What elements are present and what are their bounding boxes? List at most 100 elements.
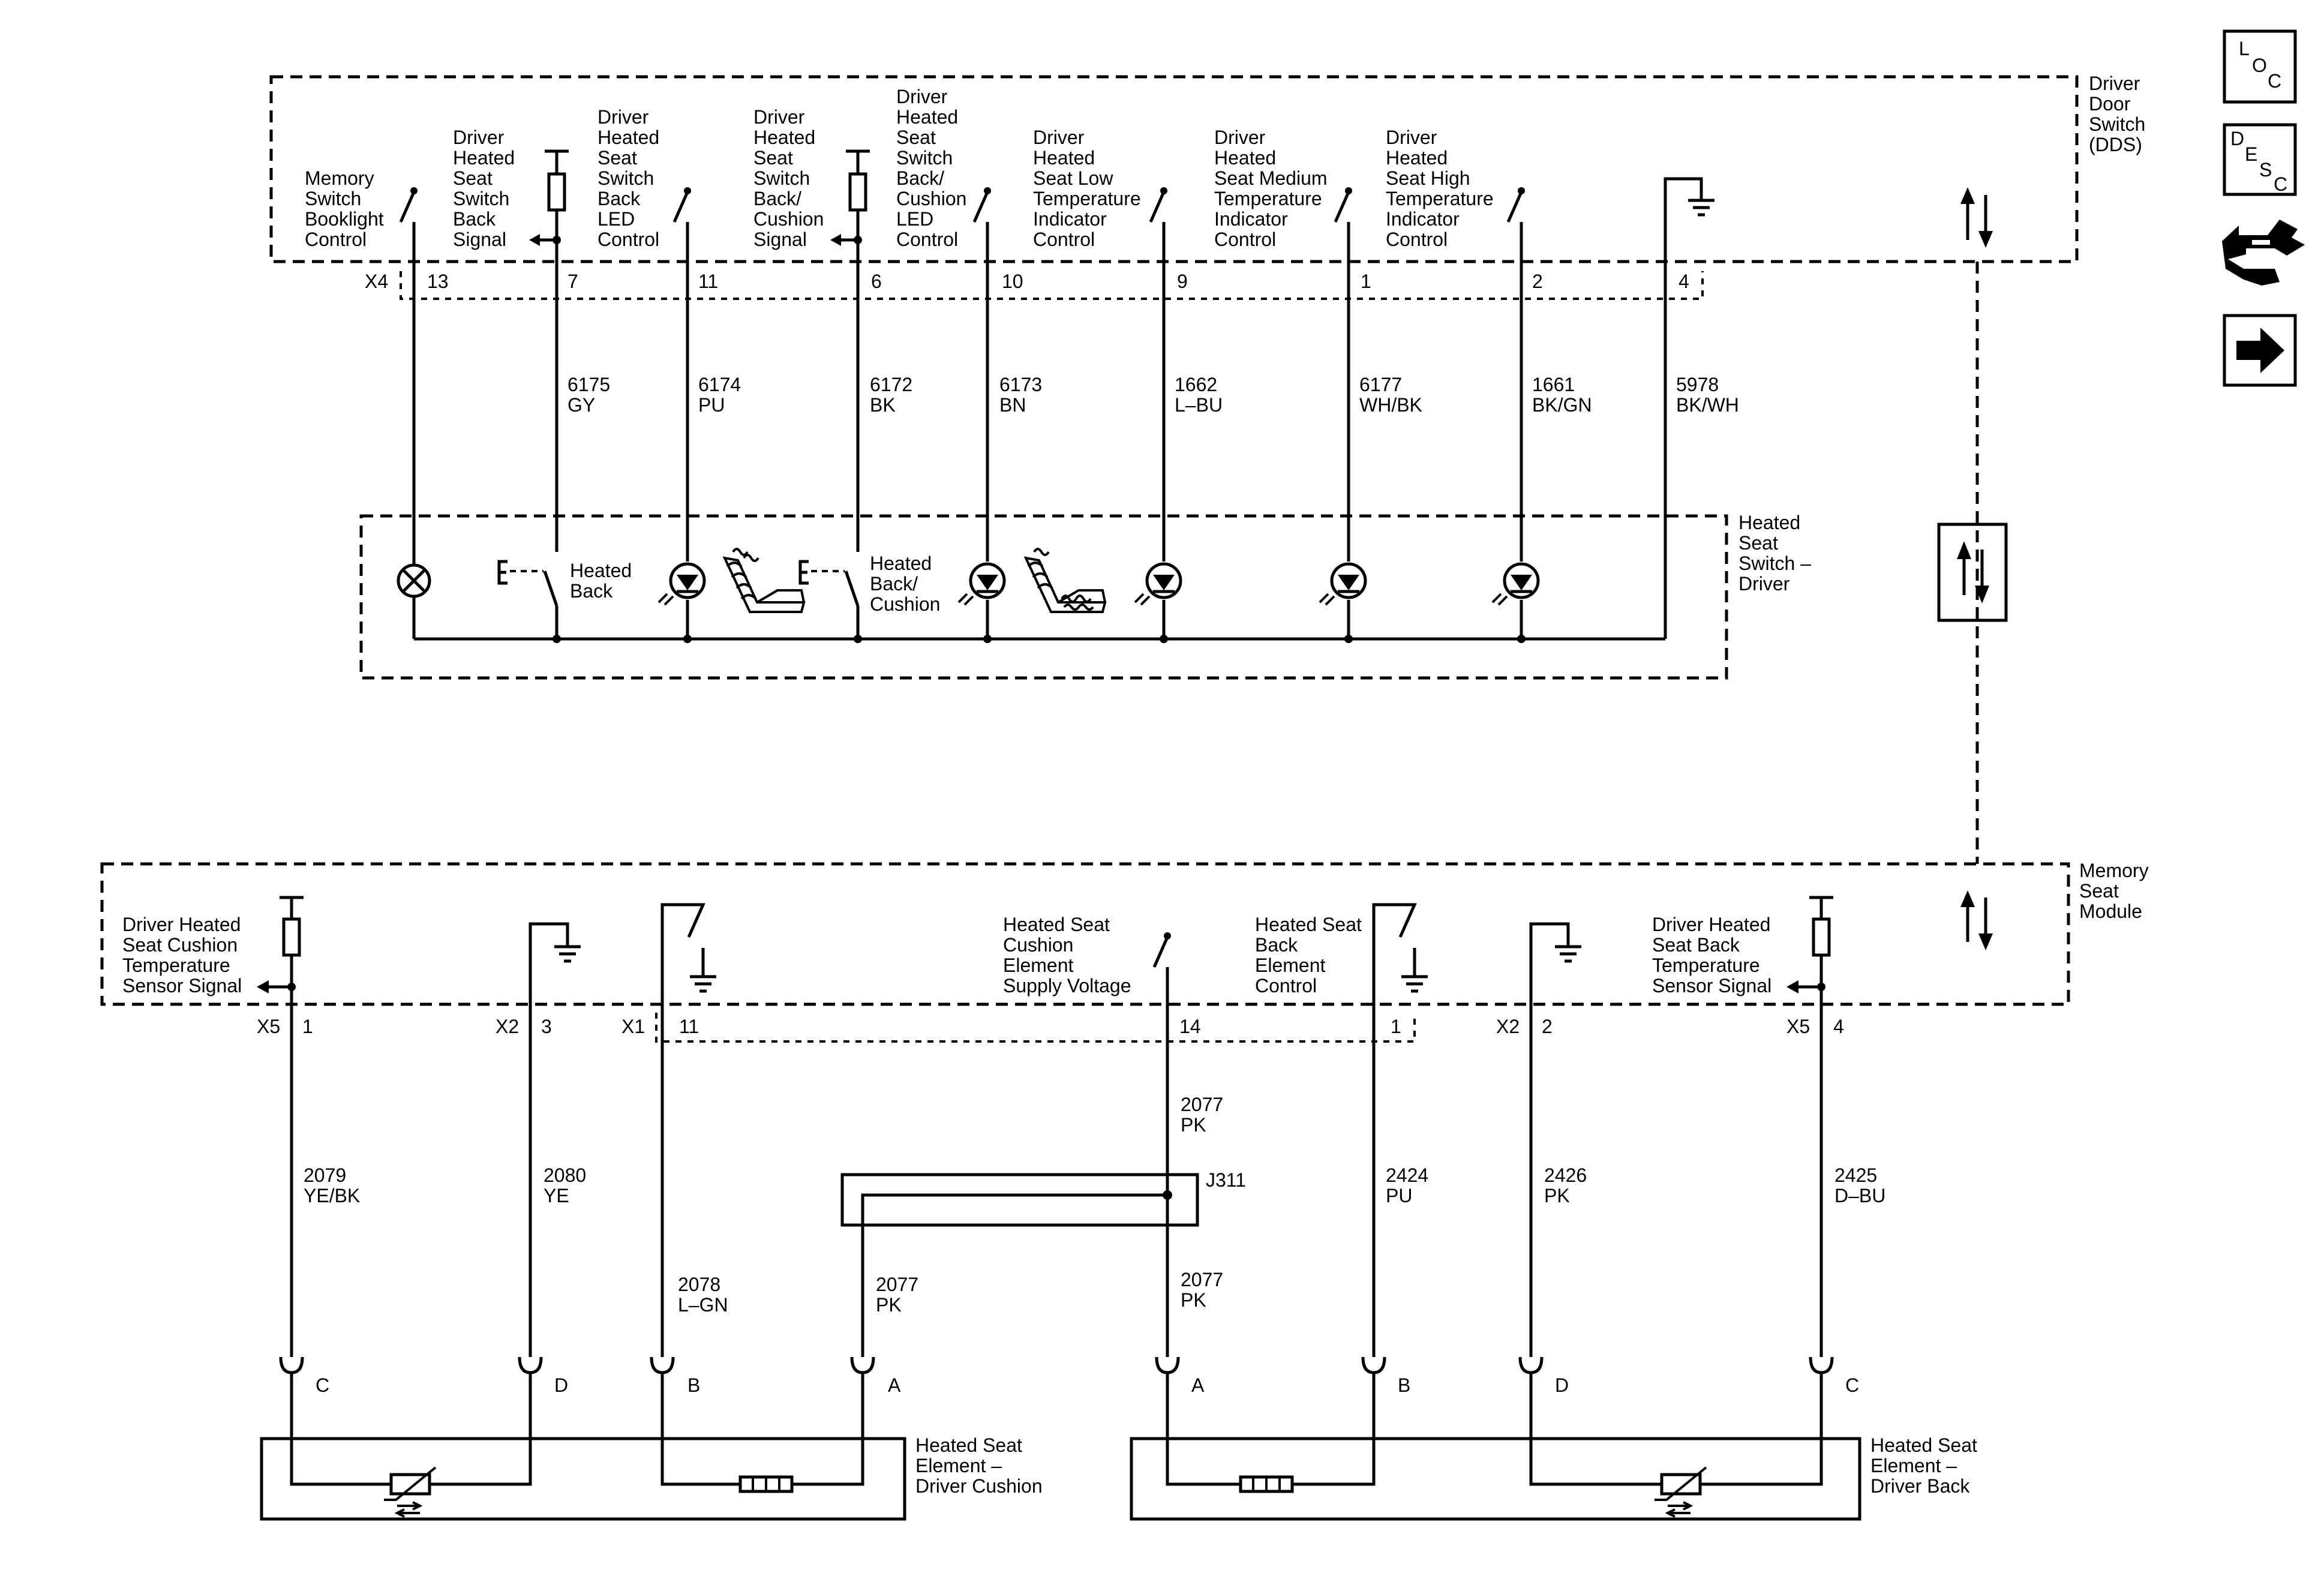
svg-text:Temperature: Temperature [122,954,230,976]
next-arrow-icon[interactable] [2223,314,2297,387]
svg-text:Cushion: Cushion [870,593,940,615]
svg-text:Heated: Heated [1214,147,1276,169]
svg-text:Seat: Seat [896,127,936,148]
svg-text:Back: Back [570,580,613,602]
svg-text:1: 1 [1391,1016,1401,1037]
dds-internal-symbols [399,149,1715,252]
dds-label-9: Driver Heated Seat Low Temperature Indic… [1033,127,1141,250]
serial-data-link-arrows-icon [1937,523,2008,622]
svg-text:Seat High: Seat High [1386,167,1470,189]
msm-circuit-labels: 2079 YE/BK 2080 YE 2078 L–GN 2077 PK 242… [304,1094,1885,1316]
x4-connector-outline [400,271,1704,300]
svg-text:Element –: Element – [915,1455,1002,1476]
svg-text:X2: X2 [1496,1016,1520,1037]
svg-text:Heated: Heated [753,127,815,148]
msm-internal-symbols [257,896,1833,996]
svg-text:X5: X5 [1786,1016,1810,1037]
heated-back-cushion-label: Heated Back/ Cushion [870,553,940,615]
svg-text:X1: X1 [621,1016,645,1037]
svg-text:1: 1 [302,1016,313,1037]
svg-text:Heated: Heated [570,560,632,581]
booklight-lamp-icon [397,563,431,598]
svg-text:YE: YE [544,1185,569,1206]
heated-back-cushion-switch-icon [798,552,869,639]
svg-text:Seat Low: Seat Low [1033,167,1113,189]
x1-connector-outline [655,1013,1416,1043]
msm-connector-labels: X5 X2 X1 X2 X5 [257,1016,1810,1037]
loc-icon[interactable]: L O C [2223,29,2297,104]
svg-text:2077: 2077 [1181,1269,1223,1290]
heated-seat-back-cushion-icon [1023,548,1107,613]
svg-text:D–BU: D–BU [1834,1185,1885,1206]
svg-text:Element: Element [1255,954,1326,976]
led-back-icon [657,562,706,606]
svg-text:Heated Seat: Heated Seat [1003,914,1110,935]
svg-text:Driver Cushion: Driver Cushion [915,1475,1043,1497]
svg-text:Memory: Memory [305,167,374,189]
svg-text:PK: PK [876,1294,902,1316]
svg-text:2425: 2425 [1834,1164,1877,1186]
dds-label-1: Driver Heated Seat Medium Temperature In… [1214,127,1328,250]
svg-text:BK: BK [870,394,896,416]
msm-data-arrows-icon [1960,890,1993,950]
svg-text:L–BU: L–BU [1175,394,1223,416]
svg-text:6172: 6172 [870,374,912,395]
svg-text:PU: PU [1386,1185,1412,1206]
svg-text:BN: BN [999,394,1026,416]
svg-text:Seat: Seat [453,167,493,189]
desc-icon[interactable]: D E S C [2223,123,2297,196]
svg-text:C: C [1845,1374,1859,1396]
msm-label-supply-voltage: Heated Seat Cushion Element Supply Volta… [1003,914,1131,996]
schematic-connector-icon[interactable] [2222,220,2305,286]
svg-text:Back: Back [1255,934,1298,956]
element-cushion-internals [290,1439,864,1518]
svg-text:2: 2 [1542,1016,1553,1037]
svg-text:Driver Back: Driver Back [1870,1475,1970,1497]
svg-text:BK/WH: BK/WH [1676,394,1739,416]
svg-text:YE/BK: YE/BK [304,1185,360,1206]
led-medium-temp-icon [1319,562,1367,606]
svg-text:PK: PK [1181,1114,1206,1136]
dds-label-2: Driver Heated Seat High Temperature Indi… [1386,127,1494,250]
svg-text:Seat Back: Seat Back [1652,934,1740,956]
svg-text:Heated Seat: Heated Seat [915,1434,1022,1456]
dds-label-11: Driver Heated Seat Switch Back LED Contr… [597,106,659,250]
svg-text:Element –: Element – [1870,1455,1957,1476]
svg-text:Element: Element [1003,954,1074,976]
svg-text:1: 1 [1361,271,1371,292]
svg-text:A: A [888,1374,901,1396]
svg-text:Signal: Signal [753,229,807,250]
svg-text:Heated Seat: Heated Seat [1255,914,1362,935]
element-connector-cups [279,1356,1834,1439]
svg-text:Seat: Seat [753,147,793,169]
svg-text:Heated: Heated [1033,147,1095,169]
svg-text:6: 6 [871,271,882,292]
svg-text:Control: Control [305,229,367,250]
msm-label-back-element-control: Heated Seat Back Element Control [1255,914,1362,996]
svg-text:Sensor Signal: Sensor Signal [122,975,242,996]
svg-text:O: O [2252,55,2267,76]
svg-text:Control: Control [597,229,659,250]
svg-text:Switch: Switch [453,188,509,209]
element-back-box [1130,1437,1861,1521]
svg-text:10: 10 [1002,271,1023,292]
svg-text:LED: LED [896,208,933,230]
svg-text:Driver: Driver [896,86,948,107]
svg-text:Signal: Signal [453,229,506,250]
svg-text:2077: 2077 [1181,1094,1223,1115]
svg-text:Temperature: Temperature [1652,954,1760,976]
svg-text:Control: Control [896,229,958,250]
heated-seat-switch-title: Heated Seat Switch – Driver [1739,512,1811,595]
heated-seat-switch-box [359,514,1728,680]
svg-text:Temperature: Temperature [1033,188,1141,209]
svg-text:C: C [316,1374,329,1396]
svg-text:WH/BK: WH/BK [1359,394,1422,416]
svg-text:Sensor Signal: Sensor Signal [1652,975,1771,996]
svg-text:E: E [2245,143,2257,165]
svg-text:X2: X2 [496,1016,519,1037]
led-high-temp-icon [1491,562,1540,606]
svg-text:Temperature: Temperature [1386,188,1494,209]
svg-text:S: S [2259,159,2272,181]
svg-text:Heated: Heated [597,127,659,148]
svg-text:Indicator: Indicator [1386,208,1460,230]
